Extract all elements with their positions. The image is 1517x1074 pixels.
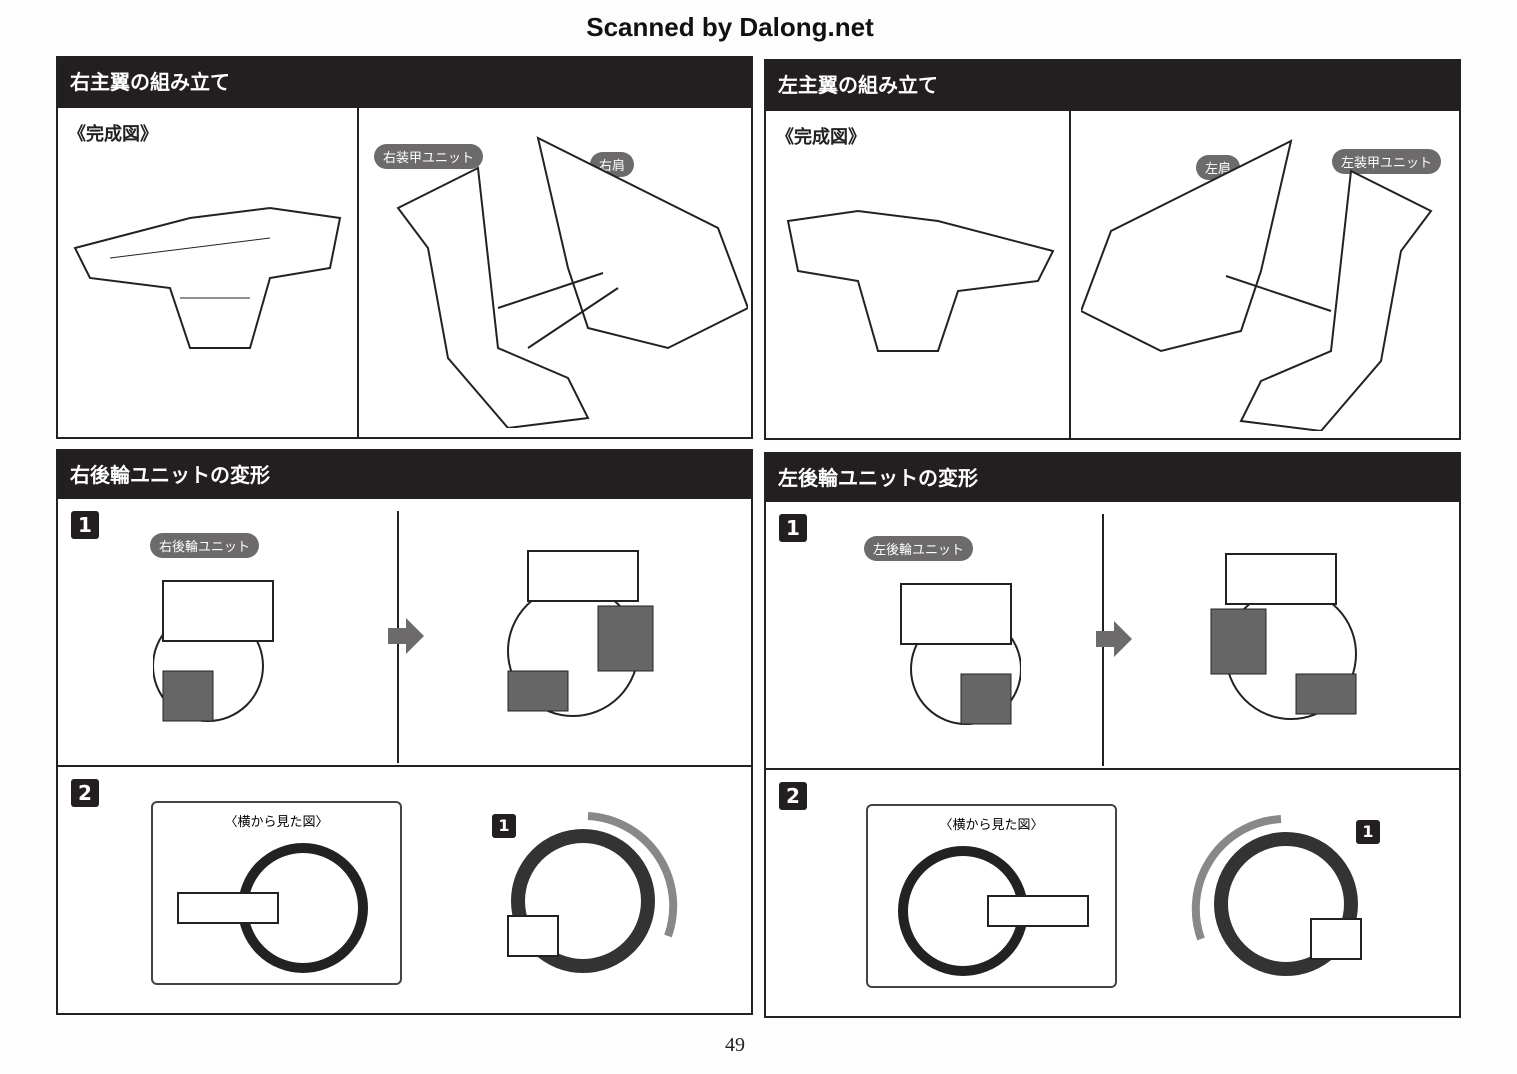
- side-view-inset: 〈横から見た図〉: [866, 804, 1117, 988]
- sub-step-badge: 1: [1356, 820, 1380, 844]
- next-arrow-icon: [1096, 621, 1132, 657]
- side-view-illustration: [898, 846, 1089, 976]
- right-wing-panel: 右主翼の組み立て 《完成図》 右装甲ユニット 右肩: [56, 56, 753, 439]
- section-title: 左主翼の組み立て: [766, 61, 1459, 111]
- page-number: 49: [725, 1034, 745, 1056]
- step-number: 2: [71, 779, 99, 807]
- scan-credit: Scanned by Dalong.net: [586, 12, 874, 42]
- section-title: 右後輪ユニットの変形: [58, 451, 751, 499]
- wheel-unit-rotated-illustration: [1210, 553, 1357, 720]
- step-number: 2: [779, 782, 807, 810]
- wing-exploded-illustration: [1081, 139, 1433, 431]
- part-label: 左後輪ユニット: [864, 536, 974, 561]
- part-label: 右装甲ユニット: [374, 144, 484, 169]
- left-wing-panel: 左主翼の組み立て 《完成図》 左肩 左装甲ユニット: [764, 59, 1461, 440]
- side-view-label: 〈横から見た図〉: [939, 818, 1044, 833]
- completed-wing-illustration: [73, 206, 342, 349]
- section-title: 右主翼の組み立て: [58, 58, 751, 108]
- side-view-illustration: [177, 843, 368, 973]
- section-title: 左後輪ユニットの変形: [766, 454, 1459, 502]
- completed-view-label: 《完成図》: [776, 127, 866, 148]
- left-rear-wheel-panel: 左後輪ユニットの変形 1 左後輪ユニット 2 〈横から見た図〉 1: [764, 452, 1461, 1018]
- step-number: 1: [779, 514, 807, 542]
- next-arrow-icon: [388, 618, 424, 654]
- wheel-rotation-illustration: [507, 812, 678, 973]
- completed-view-label: 《完成図》: [68, 124, 158, 145]
- wheel-unit-rotated-illustration: [507, 550, 654, 717]
- step-number: 1: [71, 511, 99, 539]
- completed-wing-illustration: [786, 209, 1055, 352]
- wheel-unit-illustration: [153, 580, 274, 722]
- side-view-label: 〈横から見た図〉: [224, 815, 329, 830]
- wing-exploded-illustration: [396, 136, 748, 428]
- side-view-inset: 〈横から見た図〉: [151, 801, 402, 985]
- wheel-unit-illustration: [900, 583, 1021, 725]
- sub-step-badge: 1: [492, 814, 516, 838]
- right-rear-wheel-panel: 右後輪ユニットの変形 1 右後輪ユニット 2 〈横から見た図〉 1: [56, 449, 753, 1015]
- wheel-rotation-illustration: [1191, 815, 1362, 976]
- part-label: 右後輪ユニット: [150, 533, 260, 558]
